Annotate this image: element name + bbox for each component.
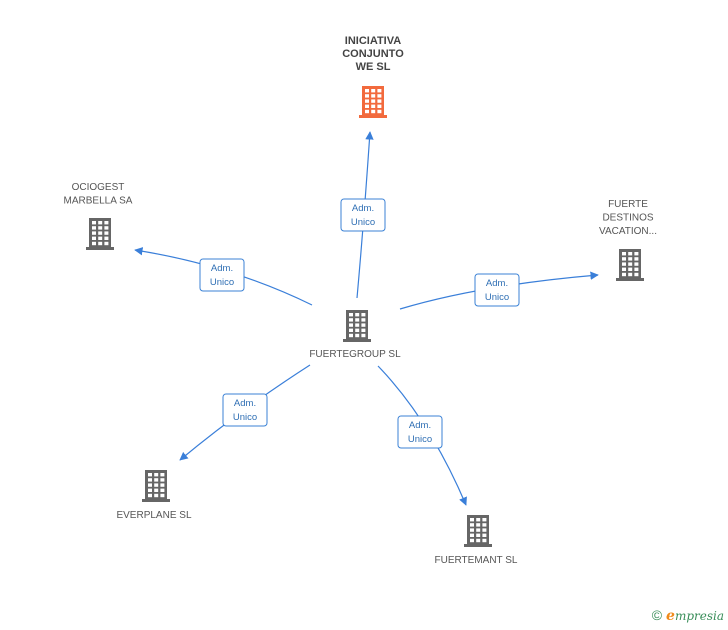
edge-label-line: Adm. (234, 398, 256, 409)
edge-label-line: Unico (233, 412, 257, 423)
node-label: FUERTE (608, 199, 648, 210)
edge-everplane: Adm. Unico (179, 364, 311, 461)
edge-label-box (199, 258, 245, 292)
edge-label-line: Unico (210, 277, 234, 288)
node-center[interactable]: FUERTEGROUP SL (309, 310, 401, 360)
node-everplane[interactable]: EVERPLANE SL (116, 470, 192, 521)
building-icon (464, 515, 492, 547)
edge-label-line: Unico (408, 434, 432, 445)
node-label: FUERTEGROUP SL (309, 349, 401, 360)
node-label: MARBELLA SA (64, 196, 133, 207)
node-ociogest[interactable]: OCIOGEST MARBELLA SA (64, 182, 133, 250)
node-label: WE SL (356, 61, 391, 73)
node-label: EVERPLANE SL (116, 510, 191, 521)
node-label: CONJUNTO (342, 48, 404, 60)
edge-label-line: Adm. (211, 263, 233, 274)
edge-ociogest: Adm. Unico (134, 247, 313, 306)
edge-label-line: Unico (351, 217, 375, 228)
node-fuertemant[interactable]: FUERTEMANT SL (435, 515, 518, 566)
building-icon (142, 470, 170, 502)
node-label: FUERTEMANT SL (435, 555, 518, 566)
building-icon (86, 218, 114, 250)
node-label: DESTINOS (602, 213, 653, 224)
building-icon (343, 310, 371, 342)
node-label: OCIOGEST (72, 182, 125, 193)
edge-label[interactable]: Adm. Unico (397, 415, 443, 449)
edge-label-box (222, 393, 268, 427)
edge-label-box (474, 273, 520, 307)
node-fuerte-destinos[interactable]: FUERTE DESTINOS VACATION... (599, 199, 657, 281)
edge-label-box (340, 198, 386, 232)
edge-label-line: Adm. (352, 203, 374, 214)
edge-iniciativa: Adm. Unico (340, 131, 386, 299)
building-icon (359, 86, 387, 118)
edge-label-line: Adm. (486, 278, 508, 289)
edge-label-line: Unico (485, 292, 509, 303)
edge-label-line: Adm. (409, 420, 431, 431)
edge-label[interactable]: Adm. Unico (474, 273, 520, 307)
building-icon (616, 249, 644, 281)
copyright-symbol: © (651, 607, 663, 623)
edge-label-box (397, 415, 443, 449)
edge-label[interactable]: Adm. Unico (222, 393, 268, 427)
copyright-footer: ©empresia (652, 607, 724, 624)
brand-rest: mpresia (674, 609, 724, 623)
edge-fuertemant: Adm. Unico (377, 365, 467, 506)
edge-label[interactable]: Adm. Unico (340, 198, 386, 232)
brand-initial: e (666, 608, 675, 624)
node-label: VACATION... (599, 226, 657, 237)
node-label: INICIATIVA (345, 35, 401, 47)
edge-label[interactable]: Adm. Unico (199, 258, 245, 292)
edge-fuerte-destinos: Adm. Unico (399, 271, 599, 310)
empresia-logo[interactable]: empresia (666, 608, 724, 624)
